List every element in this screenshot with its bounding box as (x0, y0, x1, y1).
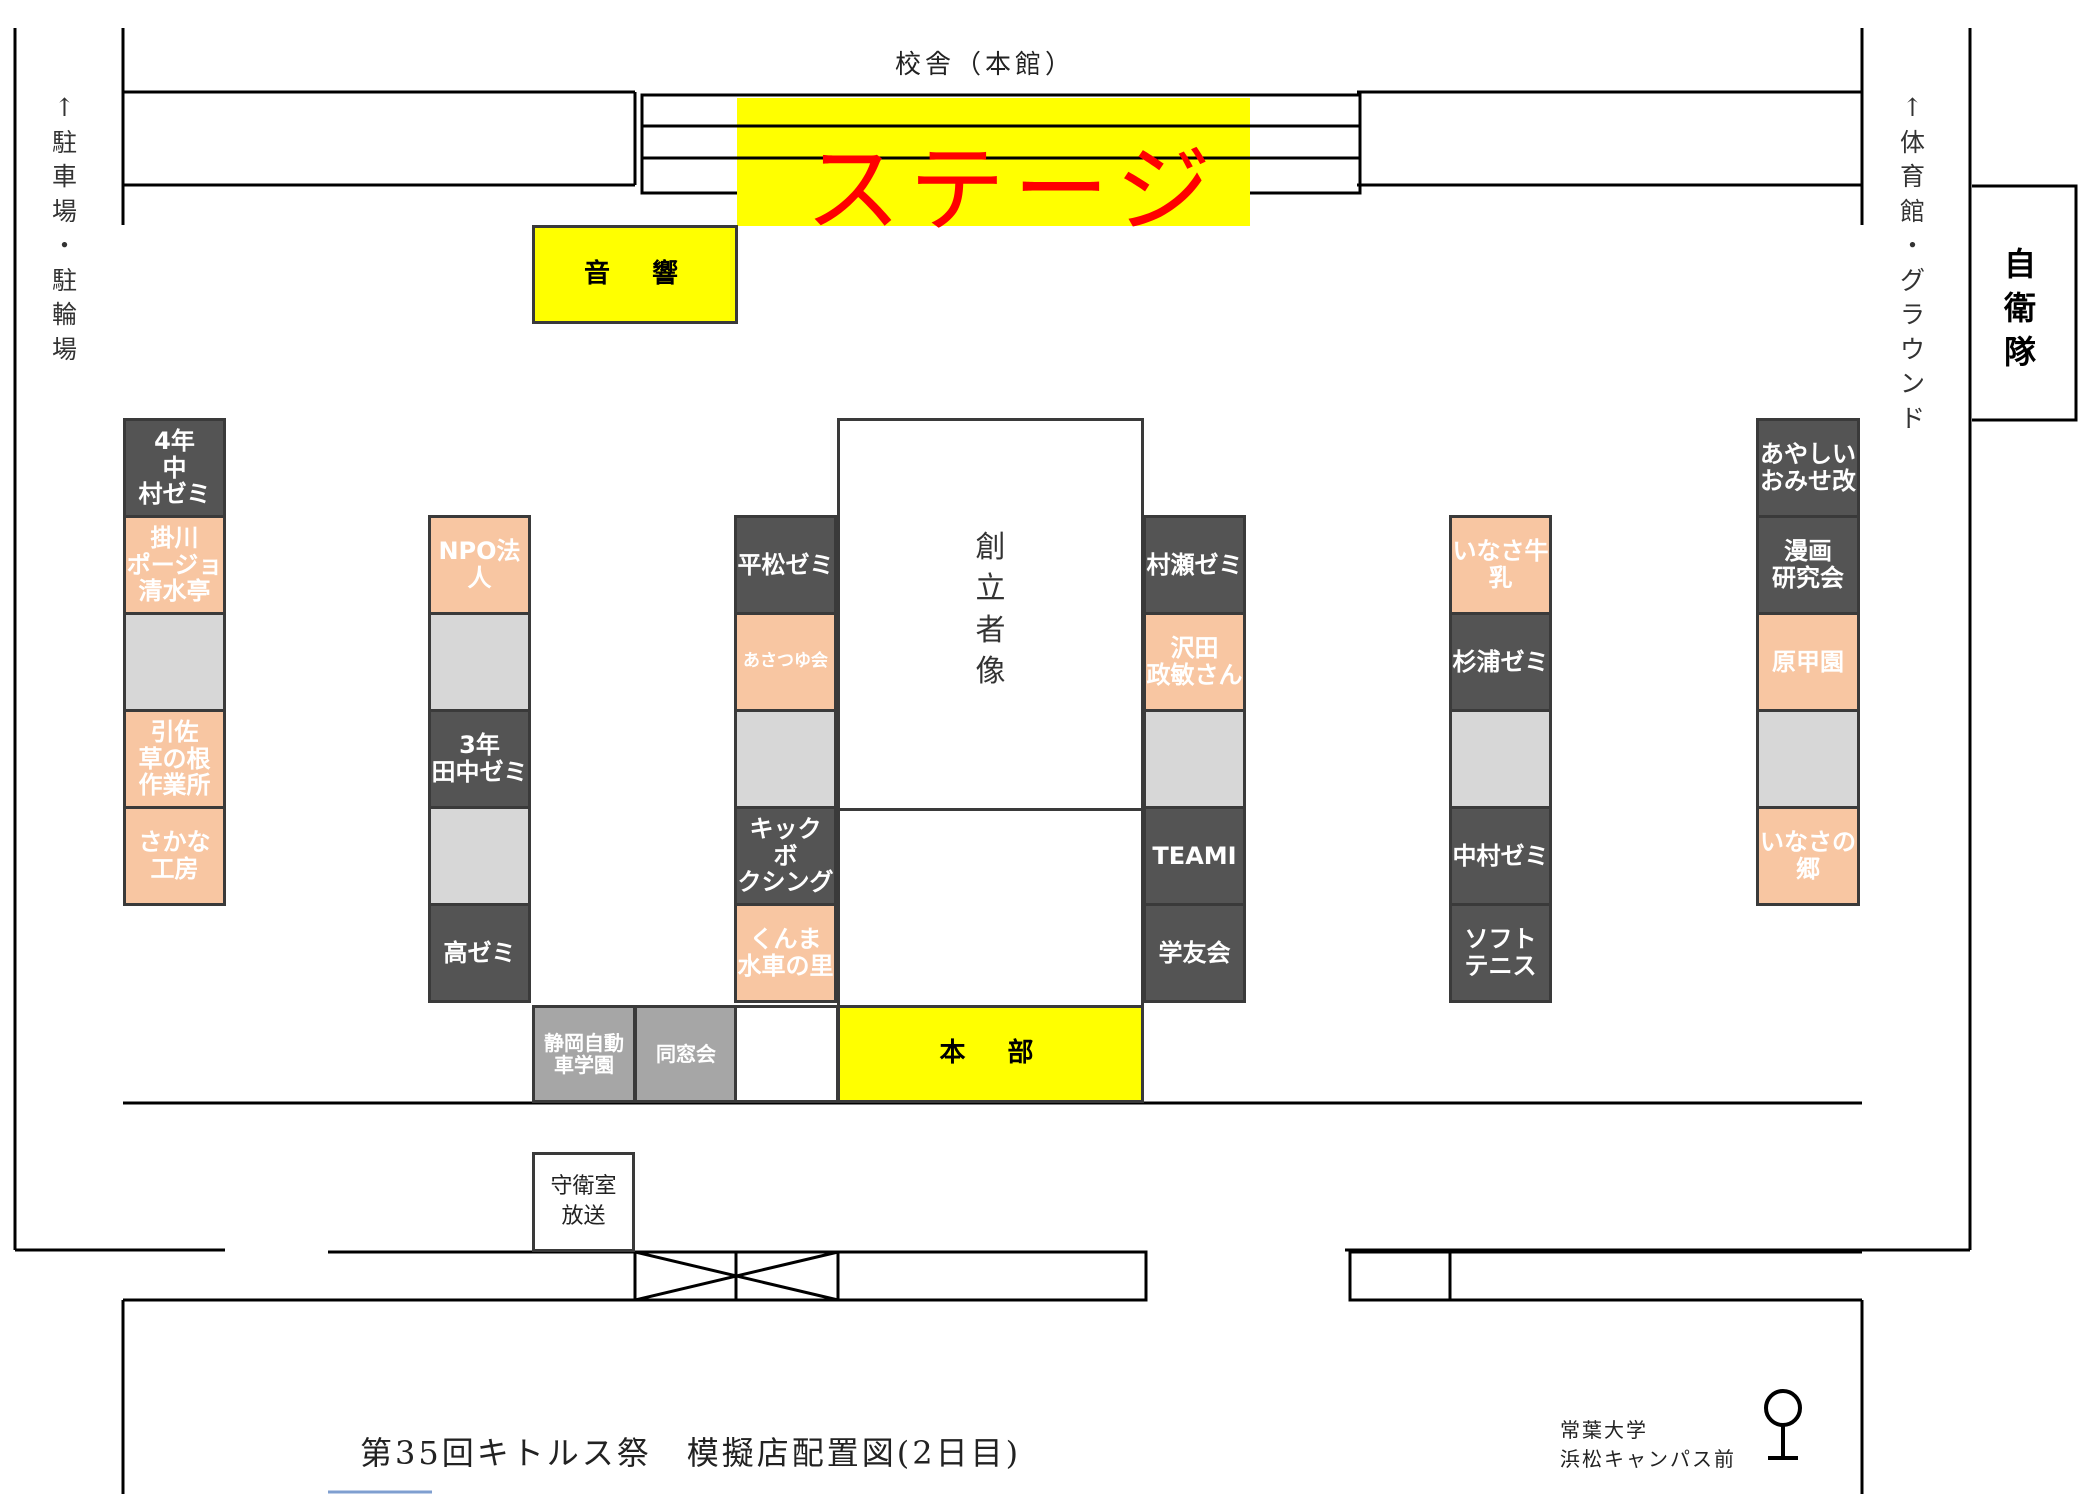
booth-col6-4[interactable]: いなさの 郷 (1756, 806, 1860, 906)
bus-stop-icon (1760, 1385, 1808, 1465)
parking-label: ↑駐車場・駐輪場 (52, 93, 78, 364)
booth-col4-1[interactable]: 沢田 政敏さん (1143, 612, 1246, 712)
booth-col5-0[interactable]: いなさ牛 乳 (1449, 515, 1552, 615)
booth-col2-0[interactable]: NPO法人 (428, 515, 531, 615)
booth-col5-1[interactable]: 杉浦ゼミ (1449, 612, 1552, 712)
booth-col3-3[interactable]: キック ボ クシング (734, 806, 837, 906)
main-building-label: 校舎（本館） (895, 50, 1076, 80)
booth-col6-1[interactable]: 漫画 研究会 (1756, 515, 1860, 615)
gym-label: ↑体育館・グラウンド (1900, 93, 1926, 433)
empty-booth-col6-3[interactable] (1756, 709, 1860, 809)
empty-booth-col4-2[interactable] (1143, 709, 1246, 809)
empty-booth-col2-1[interactable] (428, 612, 531, 712)
booth-col4-4[interactable]: 学友会 (1143, 903, 1246, 1003)
empty-booth-col1-2[interactable] (123, 612, 226, 712)
booth-col4-0[interactable]: 村瀬ゼミ (1143, 515, 1246, 615)
empty-booth-col2-3[interactable] (428, 806, 531, 906)
booth-col3-1[interactable]: あさつゆ会 (734, 612, 837, 712)
booth-col1-4[interactable]: さかな 工房 (123, 806, 226, 906)
open-space-cell (734, 1005, 839, 1103)
booth-col1-1[interactable]: 掛川 ポージョ 清水亭 (123, 515, 226, 615)
stage-label: ステージ (805, 134, 1220, 246)
booth-col3-4[interactable]: くんま 水車の里 (734, 903, 837, 1003)
booth-col4-3[interactable]: TEAMI (1143, 806, 1246, 906)
booth-col6-2[interactable]: 原甲園 (1756, 612, 1860, 712)
booth-bottom-1[interactable]: 同窓会 (634, 1005, 738, 1103)
booth-col3-0[interactable]: 平松ゼミ (734, 515, 837, 615)
booth-col2-2[interactable]: 3年 田中ゼミ (428, 709, 531, 809)
guard-room: 守衛室 放送 (532, 1152, 635, 1252)
sdf-label: 自衛隊 (2004, 245, 2037, 372)
booth-col5-4[interactable]: ソフト テニス (1449, 903, 1552, 1003)
founder-statue-label: 創立者像 (975, 529, 1006, 689)
booth-col6-0[interactable]: あやしい おみせ改 (1756, 418, 1860, 518)
booth-bottom-0[interactable]: 静岡自動 車学園 (532, 1005, 636, 1103)
booth-col2-4[interactable]: 高ゼミ (428, 903, 531, 1003)
booth-col5-3[interactable]: 中村ゼミ (1449, 806, 1552, 906)
empty-booth-col3-2[interactable] (734, 709, 837, 809)
booth-col1-3[interactable]: 引佐 草の根 作業所 (123, 709, 226, 809)
plaza-space (837, 808, 1144, 1008)
empty-booth-col5-2[interactable] (1449, 709, 1552, 809)
sound-booth[interactable]: 音 響 (532, 225, 738, 324)
booth-col1-0[interactable]: 4年 中 村ゼミ (123, 418, 226, 518)
bus-stop-label: 常葉大学 浜松キャンパス前 (1560, 1418, 1736, 1471)
footer-title: 第35回キトルス祭 模擬店配置図(2日目) (360, 1434, 1022, 1472)
founder-statue: 創立者像 (837, 418, 1144, 810)
headquarters-booth[interactable]: 本 部 (837, 1005, 1144, 1103)
